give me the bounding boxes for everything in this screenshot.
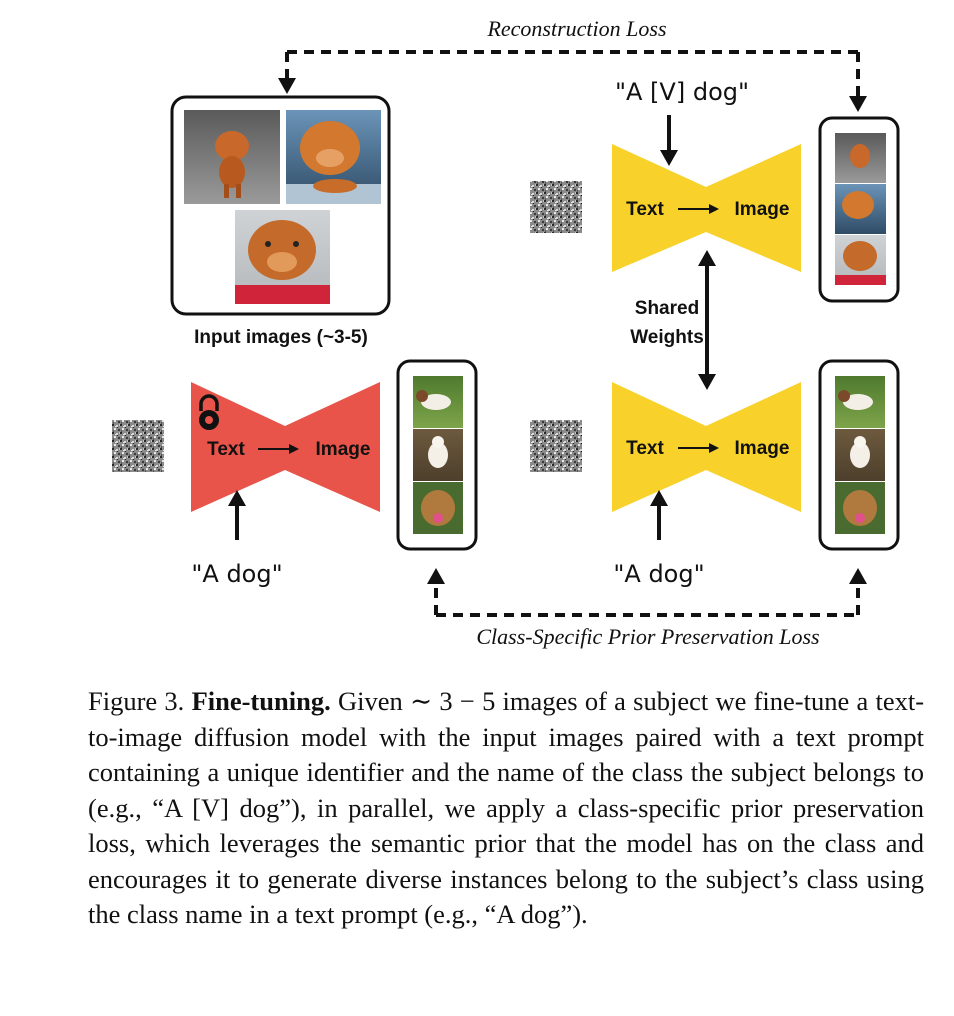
noise-input-top: [530, 181, 582, 233]
arrowhead-left-bottom: [427, 568, 445, 584]
input-images-label: Input images (~3-5): [194, 327, 368, 348]
shared-weights-label-1: Shared: [635, 298, 699, 319]
reconstruction-loss-arrow: [285, 50, 860, 98]
image-label-bottom: Image: [735, 438, 790, 459]
input-dog-image-3: [235, 210, 330, 304]
text-label-frozen: Text: [207, 439, 245, 460]
noise-input-left: [112, 420, 164, 472]
lock-icon: [199, 394, 219, 430]
caption-figure-number: Figure 3.: [88, 686, 185, 716]
output-dog-bottom-2: [835, 429, 885, 481]
noise-input-bottom-right: [530, 420, 582, 472]
input-dog-image-1: [184, 110, 280, 204]
reconstruction-loss-label: Reconstruction Loss: [486, 16, 666, 41]
prior-preservation-loss-arrow: [434, 586, 860, 617]
figure-caption: Figure 3. Fine-tuning. Given ∼ 3 − 5 ima…: [88, 684, 924, 933]
output-dog-top-3: [835, 235, 886, 285]
output-dog-frozen-3: [413, 482, 463, 534]
output-dog-top-1: [835, 133, 886, 183]
prior-loss-label: Class-Specific Prior Preservation Loss: [476, 624, 819, 649]
fine-tuning-diagram: Reconstruction Loss Input images (~3-5) …: [112, 16, 900, 649]
output-dog-frozen-1: [413, 376, 463, 428]
input-dog-image-2: [286, 110, 381, 204]
text-label-top: Text: [626, 199, 664, 220]
shared-weights-label-2: Weights: [630, 327, 704, 348]
image-label-top: Image: [735, 199, 790, 220]
arrowhead-right-top: [849, 96, 867, 112]
arrowhead-left-top: [278, 78, 296, 94]
image-label-frozen: Image: [316, 439, 371, 460]
prompt-v-dog: "A [V] dog": [615, 78, 749, 106]
frozen-model-shape: [191, 382, 380, 512]
arrowhead-right-bottom: [849, 568, 867, 584]
output-dog-bottom-3: [835, 482, 885, 534]
caption-title: Fine-tuning.: [191, 686, 331, 716]
output-dog-top-2: [835, 184, 886, 234]
output-dog-frozen-2: [413, 429, 463, 481]
prompt-class-right: "A dog": [613, 560, 704, 588]
output-dog-bottom-1: [835, 376, 885, 428]
text-label-bottom: Text: [626, 438, 664, 459]
caption-text: Given ∼ 3 − 5 images of a subject we fin…: [88, 686, 925, 929]
prompt-class-left: "A dog": [191, 560, 282, 588]
